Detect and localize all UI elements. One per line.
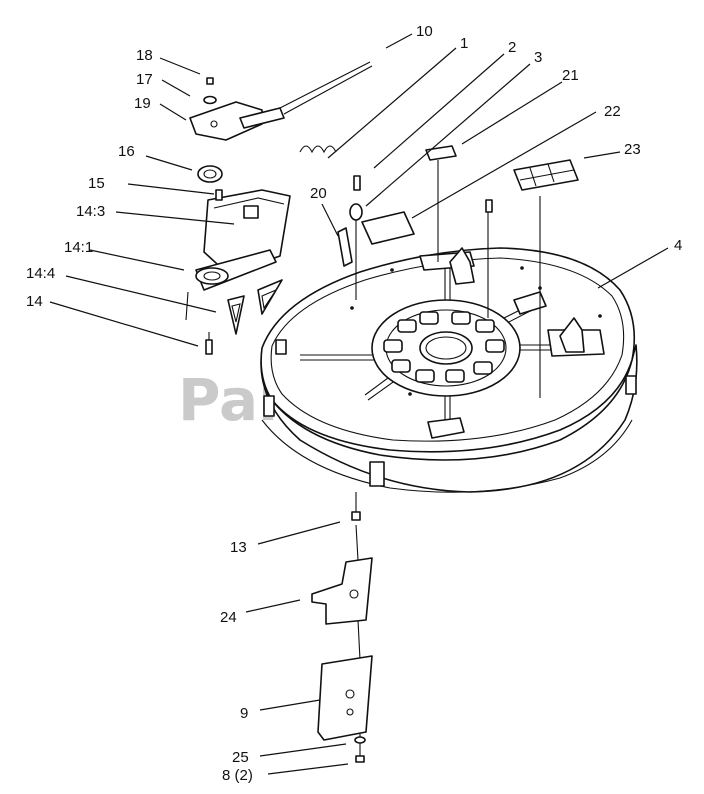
callout-19: 19 (134, 95, 151, 112)
nut-8 (355, 755, 365, 763)
callout-4: 4 (674, 237, 682, 254)
callout-14-4: 15 (88, 175, 105, 192)
callout-24: 24 (220, 609, 237, 626)
callout-14-3: 14:4 (26, 265, 55, 282)
callout-8: 8 (2) (222, 767, 253, 784)
knob (349, 203, 363, 221)
callout-9: 9 (240, 705, 248, 722)
flat-washer (203, 95, 217, 105)
callout-1: 1 (460, 35, 468, 52)
spring (299, 145, 337, 154)
lever-bracket (189, 101, 285, 141)
callout-16: 16 (118, 143, 135, 160)
callout-2: 2 (508, 39, 516, 56)
callout-10: 13 (230, 539, 247, 556)
callout-14: 14:1 (64, 239, 93, 256)
leader-lines (49, 33, 669, 775)
nut (206, 77, 214, 85)
decal-21 (425, 145, 457, 161)
callout-22: 22 (604, 103, 621, 120)
nut-10 (351, 511, 361, 521)
spring-washer (197, 165, 223, 183)
callout-18: 18 (136, 47, 153, 64)
bracket-9 (317, 655, 373, 741)
callout-labels: 10 1 2 3 21 22 23 4 18 17 19 16 15 14:3 … (26, 23, 682, 784)
callout-14-1: 14:3 (76, 203, 105, 220)
callout-23: 23 (624, 141, 641, 158)
callout-17: 17 (136, 71, 153, 88)
bracket-24 (311, 557, 373, 625)
idler-arm-assembly (185, 189, 291, 355)
callout-15: 10 (416, 23, 433, 40)
callout-20: 20 (310, 185, 327, 202)
mower-deck (260, 247, 638, 493)
callout-25: 25 (232, 749, 249, 766)
screw (353, 175, 361, 191)
decal-22 (361, 211, 415, 245)
pin-20 (337, 227, 353, 267)
callout-3: 3 (534, 49, 542, 66)
control-cable (279, 61, 371, 109)
callout-13: 14 (26, 293, 43, 310)
callout-21: 21 (562, 67, 579, 84)
washer-25 (354, 736, 366, 744)
